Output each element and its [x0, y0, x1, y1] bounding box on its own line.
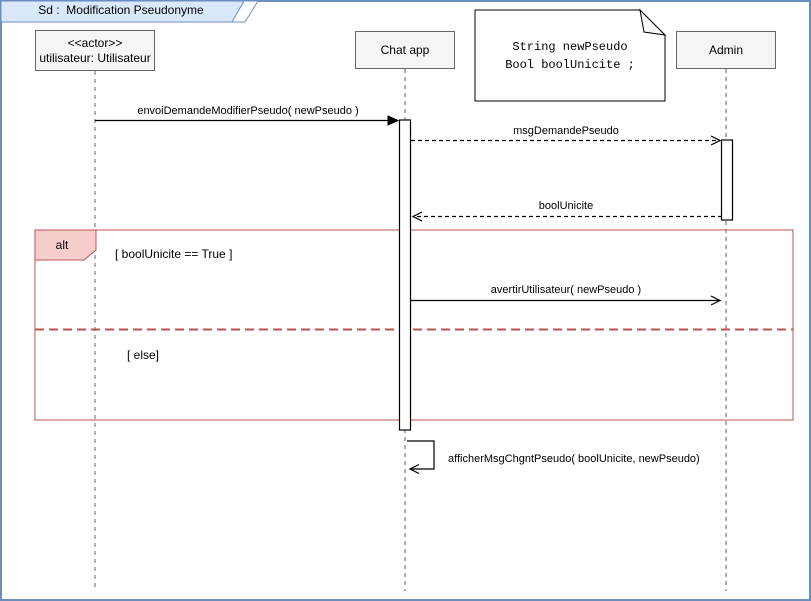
participant-utilisateur-stereotype: <<actor>> — [67, 35, 123, 50]
activation-bar-chat-app — [398, 119, 412, 431]
message-label-avertirUtilisateur: avertirUtilisateur( newPseudo ) — [490, 284, 642, 296]
note-fold-corner — [639, 8, 667, 36]
participant-utilisateur-name: utilisateur: Utilisateur — [39, 50, 151, 65]
message-label-msgDemandePseudo: msgDemandePseudo — [513, 125, 619, 137]
participant-admin: Admin — [676, 31, 776, 69]
note-shape — [474, 9, 666, 102]
alt-frame — [34, 229, 794, 421]
participant-chat-app-name: Chat app — [380, 42, 430, 57]
participant-admin-name: Admin — [708, 42, 743, 57]
message-label-afficherMsgChgntPseudo: afficherMsgChgntPseudo( boolUnicite, new… — [448, 453, 700, 465]
message-label-envoiDemandeModifierPseudo: envoiDemandeModifierPseudo( newPseudo ) — [137, 105, 359, 117]
diagram-title: Sd : Modification Pseudonyme — [38, 3, 204, 17]
note-line-1: String newPseudo — [512, 39, 628, 54]
activation-bar-admin — [720, 139, 734, 221]
arrow-self-afficherMsgChgntPseudo — [407, 440, 435, 469]
alt-operator-label: alt — [55, 238, 69, 252]
participant-chat-app: Chat app — [355, 31, 455, 69]
participant-utilisateur: <<actor>> utilisateur: Utilisateur — [35, 30, 155, 71]
note-text: String newPseudo Bool boolUnicite ; — [475, 10, 665, 101]
alt-operator-pentagon — [34, 229, 97, 261]
title-tab — [0, 0, 245, 23]
message-label-boolUnicite: boolUnicite — [538, 200, 594, 212]
note-line-2: Bool boolUnicite ; — [505, 57, 635, 72]
alt-guard-true: [ boolUnicite == True ] — [115, 247, 233, 261]
alt-guard-else: [ else] — [127, 348, 160, 362]
